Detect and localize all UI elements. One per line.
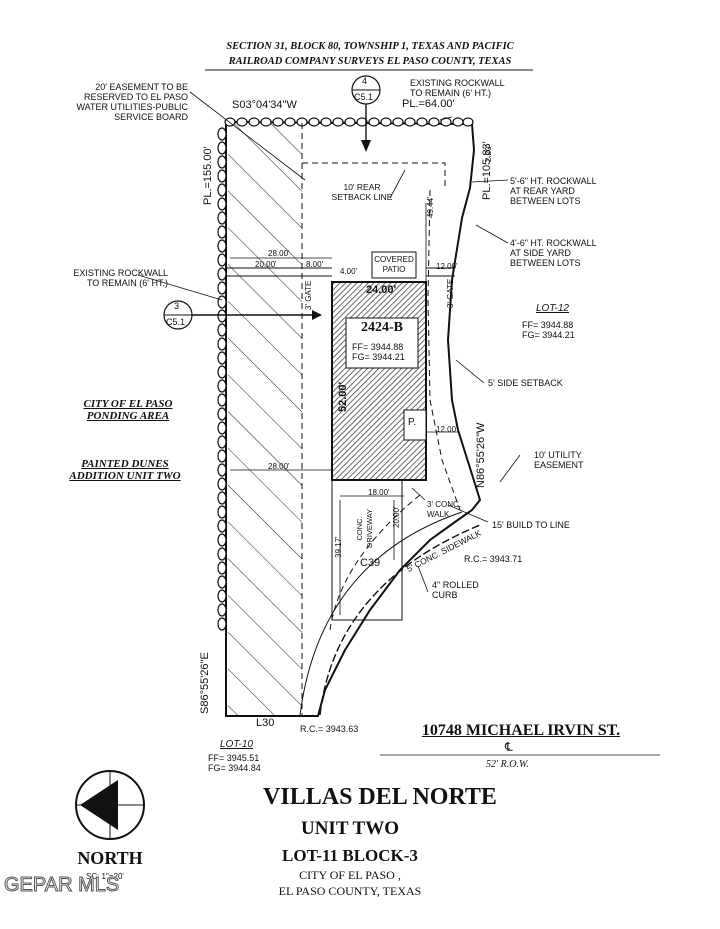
street-row: 52' R.O.W. [486,759,529,770]
callout-4-num: 4 [362,76,368,86]
lot12-fg: FG= 3944.21 [522,330,575,340]
callout-4-sheet: C5.1 [354,92,374,102]
note-build-line: 15' BUILD TO LINE [492,520,570,530]
lot10-fg: FG= 3944.84 [208,763,261,773]
pl-left: PL.=155.00' [202,146,214,205]
note-covered-patio: COVERED PATIO [374,255,414,274]
dim-52-00: 52.00' [337,381,349,412]
street-name: 10748 MICHAEL IRVIN ST. [421,722,621,739]
note-dunes: PAINTED DUNES ADDITION UNIT TWO [69,458,181,482]
title-line5: EL PASO COUNTY, TEXAS [278,884,422,898]
note-driveway: CONC. DRIVEWAY [355,508,374,548]
dim-39-17: 39.17' [334,536,343,558]
note-conc-walk: 3' CONC. WALK [427,500,461,519]
house-footprint [331,281,427,481]
porch-box [403,409,427,441]
line-label: L30 [256,717,275,729]
lot-boundary [225,120,482,717]
note-gate-right: 3' GATE [446,278,455,308]
street-centerline: ℄ [505,740,513,754]
bearing-left: S86°55'26"E [199,652,211,714]
dim-20-00: 20.00' [255,260,277,269]
dim-28-00-bottom: 28.00' [268,462,290,471]
title-line2: UNIT TWO [300,818,400,839]
note-gate-left: 3' GATE [304,280,313,310]
curve-label: C39 [360,557,381,569]
note-ponding: CITY OF EL PASO PONDING AREA [83,398,173,422]
lot10-ff: FF= 3945.51 [208,753,260,763]
section-title-line2: RAILROAD COMPANY SURVEYS EL PASO COUNTY,… [228,56,512,67]
side-setback-line [427,189,461,511]
dim-18-00: 18.00' [368,488,390,497]
dim-12-00-top: 12.00' [436,262,458,271]
title-line1: VILLAS DEL NORTE [263,784,497,810]
watermark: GEPAR MLS [3,874,120,897]
sidewalk-arc [299,511,463,716]
note-side-setback: 5' SIDE SETBACK [488,378,563,388]
note-easement: 20' EASEMENT TO BE RESERVED TO EL PASO W… [76,82,188,122]
note-rockwall-left: EXISTING ROCKWALL TO REMAIN (6' HT.) [73,268,168,288]
lot12-name: LOT-12 [536,303,569,314]
section-title-line1: SECTION 31, BLOCK 80, TOWNSHIP 1, TEXAS … [226,41,514,52]
house-label-box [345,317,419,369]
patio-box [371,251,417,279]
bearing-top: S03°04'34"W [232,99,297,111]
north-arrow-icon [80,780,118,830]
callout-3-sheet: C5.1 [166,317,186,327]
rc-right: R.C.= 3943.71 [464,554,523,564]
north-scale: SC: 1"=20' [86,872,124,881]
dim-2-20: 2.20' [484,144,493,162]
rc-bottom: R.C.= 3943.63 [300,724,359,734]
easement-hatch [228,123,302,715]
curb-arc [319,524,481,716]
dim-12-00-right: 12.00' [436,425,458,434]
porch-label: P. [408,417,417,428]
note-rear-setback: 10' REAR SETBACK LINE [331,182,393,202]
note-curb: 4" ROLLED CURB [432,580,479,600]
rockwall-top [224,117,474,127]
dim-20-00-vert: 20.00' [392,506,401,528]
lot12-ff: FF= 3944.88 [522,320,574,330]
house-ff: FF= 3944.88 [352,342,404,352]
lot10-name: LOT-10 [220,739,253,750]
bearing-right: N86°55'26"W [475,422,487,488]
rear-setback-line [302,162,446,190]
note-rockwall-side: 4'-6" HT. ROCKWALL AT SIDE YARD BETWEEN … [510,238,597,268]
note-rockwall-rear: 5'-6" HT. ROCKWALL AT REAR YARD BETWEEN … [510,176,597,206]
title-line4: CITY OF EL PASO , [299,868,401,882]
pl-top: PL.=64.00' [402,98,455,110]
title-line3: LOT-11 BLOCK-3 [282,846,418,865]
rockwall-left [217,127,227,631]
callout-3-num: 3 [174,301,180,311]
dim-24-00: 24.00' [366,284,397,296]
note-utility-easement: 10' UTILITY EASEMENT [534,450,584,470]
note-rockwall-top: EXISTING ROCKWALL TO REMAIN (6' HT.) [410,78,505,98]
north-label: NORTH [77,848,143,868]
dim-4-00: 4.00' [340,267,358,276]
house-lot-label: 2424-B [361,320,403,335]
dim-28-00-top: 28.00' [268,249,290,258]
dim-8-00: 8.00' [306,260,324,269]
dim-49-44: 49.44' [426,196,435,218]
house-fg: FG= 3944.21 [352,352,405,362]
